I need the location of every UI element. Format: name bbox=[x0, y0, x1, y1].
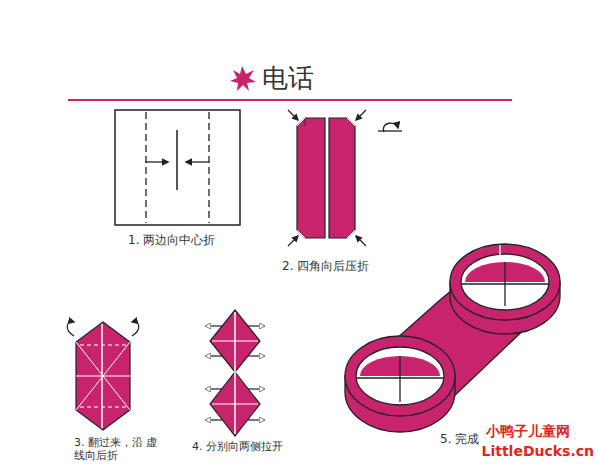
flip-symbol bbox=[378, 123, 402, 132]
step-caption: 4. 分别向两侧拉开 bbox=[192, 440, 283, 453]
step2-folded bbox=[288, 110, 366, 246]
step-caption: 5. 完成 bbox=[440, 432, 479, 446]
step1-paper bbox=[115, 110, 240, 225]
step-caption: 3. 翻过来，沿 虚线向后折 bbox=[74, 436, 158, 462]
title: 电话 bbox=[262, 63, 314, 94]
step3-hexagon bbox=[67, 322, 139, 430]
watermark: 小鸭子儿童网 bbox=[486, 423, 570, 440]
watermark: LittleDucks.cn bbox=[481, 443, 594, 460]
title-rule bbox=[68, 99, 512, 101]
finished-telephone bbox=[345, 244, 560, 432]
step4-diamonds bbox=[206, 310, 264, 436]
flower-icon bbox=[230, 66, 256, 91]
step-caption: 1. 两边向中心折 bbox=[128, 233, 215, 247]
step-caption: 2. 四角向后压折 bbox=[282, 259, 369, 273]
